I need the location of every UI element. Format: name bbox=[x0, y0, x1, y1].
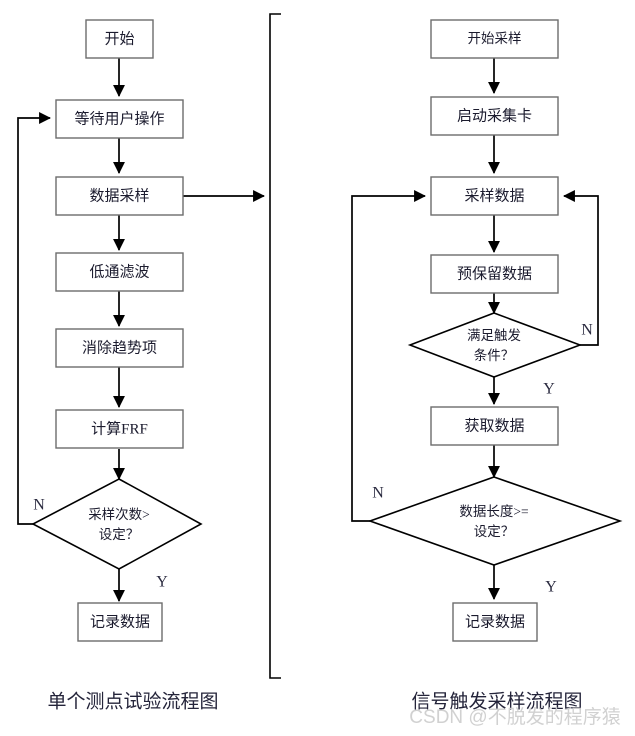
node-acquire-data: 获取数据 bbox=[430, 406, 559, 446]
branch-label-length-yes: Y bbox=[545, 579, 557, 596]
node-data-sampling-shape bbox=[55, 176, 184, 216]
node-data-length-check-shape bbox=[367, 476, 623, 566]
node-start: 开始 bbox=[85, 19, 154, 59]
branch-label-yes: Y bbox=[156, 574, 168, 591]
node-wait-user-label: 等待用户操作 bbox=[74, 109, 164, 127]
branch-label-no: N bbox=[33, 497, 45, 514]
node-detrend: 消除趋势项 bbox=[55, 328, 184, 368]
node-pre-reserve-data: 预保留数据 bbox=[430, 254, 559, 294]
node-sample-data: 采样数据 bbox=[430, 176, 559, 216]
node-sample-count-check: 采样次数> 设定？ bbox=[31, 478, 203, 570]
node-start-sampling-shape bbox=[430, 19, 559, 59]
node-compute-frf: 计算FRF bbox=[55, 409, 184, 449]
node-record-data-label: 记录数据 bbox=[90, 613, 150, 630]
node-record-data-right-label: 记录数据 bbox=[465, 613, 525, 630]
node-start-daq-card-shape bbox=[430, 96, 559, 136]
node-pre-reserve-data-label: 预保留数据 bbox=[457, 265, 532, 282]
right-chart-caption: 信号触发采样流程图 bbox=[411, 690, 582, 712]
node-sample-data-shape bbox=[430, 176, 559, 216]
connector-trigger-no-loopback bbox=[563, 190, 599, 346]
branch-label-trigger-no: N bbox=[581, 322, 593, 339]
node-lowpass-filter: 低通滤波 bbox=[55, 252, 184, 292]
node-trigger-condition-check-shape bbox=[407, 312, 583, 378]
node-data-length-check-label-2: 设定？ bbox=[474, 524, 515, 539]
node-record-data-shape bbox=[77, 602, 163, 642]
node-start-daq-card: 启动采集卡 bbox=[430, 96, 559, 136]
center-bracket bbox=[269, 13, 281, 679]
node-start-shape bbox=[85, 19, 154, 59]
node-start-daq-card-label: 启动采集卡 bbox=[457, 107, 532, 124]
left-chart-caption: 单个测点试验流程图 bbox=[47, 690, 218, 712]
node-record-data: 记录数据 bbox=[77, 602, 163, 642]
node-wait-user-shape bbox=[55, 99, 184, 139]
node-data-sampling-label: 数据采样 bbox=[89, 187, 149, 204]
node-acquire-data-label: 获取数据 bbox=[464, 417, 524, 434]
connector-check-no-loopback bbox=[17, 112, 51, 525]
node-lowpass-filter-label: 低通滤波 bbox=[89, 263, 149, 280]
node-data-length-check: 数据长度>= 设定？ bbox=[367, 476, 623, 566]
node-trigger-condition-check-label-1: 满足触发 bbox=[467, 328, 521, 343]
node-record-data-right: 记录数据 bbox=[452, 602, 538, 642]
node-lowpass-filter-shape bbox=[55, 252, 184, 292]
node-data-length-check-label-1: 数据长度>= bbox=[459, 504, 528, 519]
node-start-label: 开始 bbox=[104, 30, 134, 47]
node-sample-count-check-label-2: 设定？ bbox=[99, 527, 140, 542]
node-trigger-condition-check: 满足触发 条件？ bbox=[407, 312, 583, 378]
left-flowchart: 开始 等待用户操作 数据采样 低通滤波 消除趋势项 计算FRF 采样次数> 设定… bbox=[17, 19, 265, 712]
node-trigger-condition-check-label-2: 条件？ bbox=[474, 347, 515, 363]
node-detrend-shape bbox=[55, 328, 184, 368]
node-start-sampling-label: 开始采样 bbox=[468, 31, 522, 46]
center-bracket-shape bbox=[269, 13, 281, 679]
node-record-data-right-shape bbox=[452, 602, 538, 642]
node-sample-count-check-shape bbox=[31, 478, 203, 570]
node-detrend-label: 消除趋势项 bbox=[82, 339, 157, 356]
connector-lengthcheck-no-loopback bbox=[351, 190, 426, 522]
node-sample-count-check-label-1: 采样次数> bbox=[88, 507, 150, 522]
node-pre-reserve-data-shape bbox=[430, 254, 559, 294]
node-data-sampling: 数据采样 bbox=[55, 176, 184, 216]
node-acquire-data-shape bbox=[430, 406, 559, 446]
node-compute-frf-shape bbox=[55, 409, 184, 449]
node-sample-data-label: 采样数据 bbox=[464, 187, 524, 204]
branch-label-length-no: N bbox=[372, 485, 384, 502]
csdn-watermark: CSDN @不脱发的程序猿 bbox=[409, 706, 620, 728]
node-wait-user: 等待用户操作 bbox=[55, 99, 184, 139]
node-start-sampling: 开始采样 bbox=[430, 19, 559, 59]
node-compute-frf-label: 计算FRF bbox=[91, 419, 148, 437]
right-flowchart: 开始采样 启动采集卡 采样数据 预保留数据 满足触发 条件？ 获取数据 数据长度… bbox=[351, 19, 623, 712]
branch-label-trigger-yes: Y bbox=[543, 381, 555, 398]
